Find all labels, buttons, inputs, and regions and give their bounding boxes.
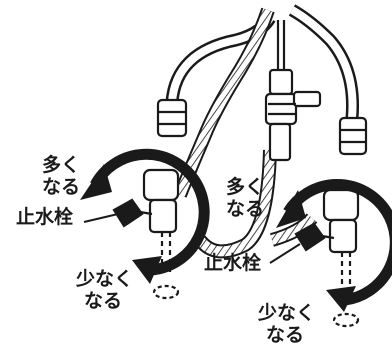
label-decrease-right: 少なく なる <box>258 302 315 346</box>
rotate-arrow-icon-right <box>276 179 392 312</box>
label-shutoff-valve-left: 止水栓 <box>16 206 73 228</box>
label-text: なる <box>226 198 265 220</box>
left-shutoff-valve <box>112 168 180 300</box>
left-pipe-coupling <box>156 98 188 138</box>
rotate-arrow-icon-left <box>80 148 210 284</box>
label-text: 少なく <box>258 302 316 324</box>
braided-hose-bottom <box>194 149 318 259</box>
label-text: 少なく <box>76 268 134 290</box>
label-text: 多く <box>226 176 265 198</box>
label-shutoff-valve-right: 止水栓 <box>204 252 261 274</box>
label-increase-left: 多く なる <box>42 154 80 198</box>
label-text: 多く <box>42 154 81 176</box>
braided-hose-left <box>173 7 275 198</box>
label-text: なる <box>42 176 81 198</box>
leader-lines <box>83 213 301 264</box>
label-decrease-left: 少なく なる <box>76 268 133 312</box>
label-increase-right: 多く なる <box>226 176 264 220</box>
label-text: 止水栓 <box>204 252 262 274</box>
right-pipe-coupling <box>338 116 368 156</box>
label-text: 止水栓 <box>16 206 74 228</box>
label-text: なる <box>84 290 123 312</box>
label-text: なる <box>266 324 305 346</box>
center-mixer-body <box>264 20 322 162</box>
right-supply-pipe <box>288 4 359 119</box>
